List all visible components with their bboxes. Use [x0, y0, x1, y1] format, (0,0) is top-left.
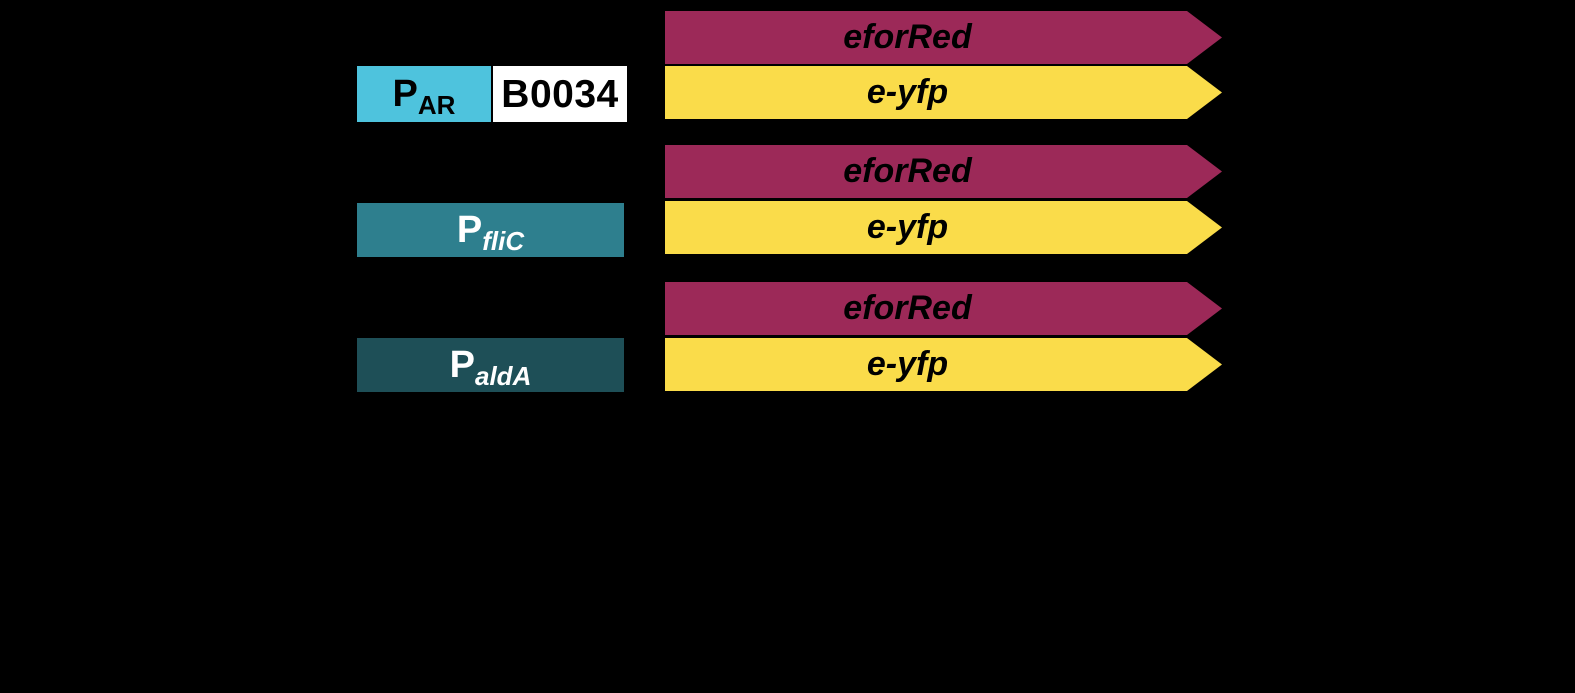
- cds-label-eyfp: e-yfp: [866, 73, 949, 111]
- cds-arrow-eforred-1: eforRed: [665, 11, 1222, 64]
- promoter-label-alda: PaldA: [449, 344, 532, 389]
- cds-label-eyfp: e-yfp: [866, 208, 949, 246]
- cds-label-eyfp: e-yfp: [866, 345, 949, 383]
- promoter-box-par: PAR: [357, 66, 491, 122]
- cds-arrow-eforred-2: eforRed: [665, 145, 1222, 198]
- promoter-label-flic-main: P: [456, 209, 483, 251]
- rbs-box-b0034: B0034: [493, 66, 627, 122]
- cds-label-eforred: eforRed: [843, 18, 972, 56]
- promoter-box-alda: PaldA: [357, 338, 624, 392]
- cds-label-eforred: eforRed: [843, 289, 972, 327]
- rbs-label-b0034: B0034: [501, 72, 619, 116]
- cds-arrow-eforred-3: eforRed: [665, 282, 1222, 335]
- promoter-label-flic-subscript: fliC: [482, 226, 525, 256]
- promoter-label-flic: PfliC: [456, 209, 524, 254]
- cds-label-eforred: eforRed: [843, 152, 972, 190]
- cds-arrow-eyfp-3: e-yfp: [665, 338, 1222, 391]
- promoter-label-par-main: P: [392, 73, 418, 115]
- cds-arrow-eyfp-2: e-yfp: [665, 201, 1222, 254]
- promoter-label-par-subscript: AR: [417, 90, 456, 120]
- cds-arrow-eyfp-1: e-yfp: [665, 66, 1222, 119]
- promoter-label-alda-subscript: aldA: [475, 361, 532, 391]
- promoter-label-par: PAR: [392, 73, 456, 118]
- promoter-label-alda-main: P: [449, 344, 475, 386]
- promoter-box-flic: PfliC: [357, 203, 624, 257]
